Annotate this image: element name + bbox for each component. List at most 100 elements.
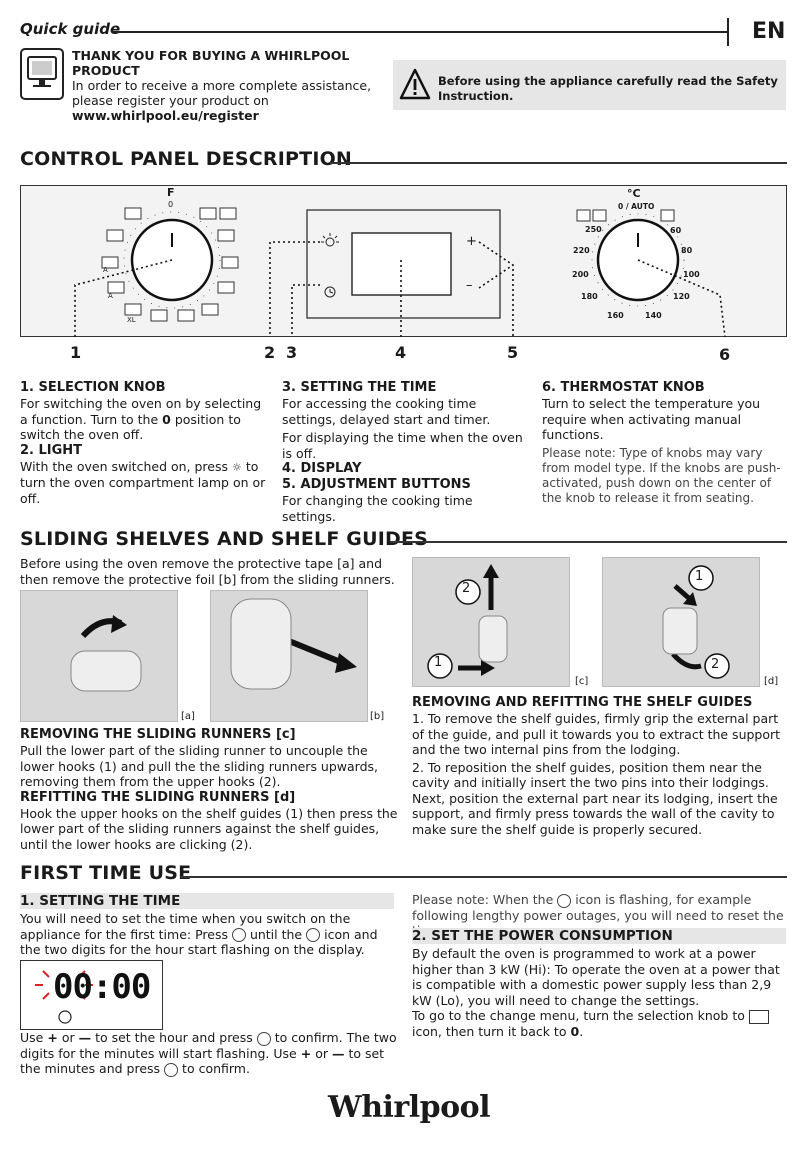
clock-icon	[231, 928, 246, 942]
thermo-tick: 120	[673, 292, 690, 301]
setting-time-body: For accessing the cooking time settings,…	[282, 396, 491, 427]
items-column-2: 3. SETTING THE TIME For accessing the co…	[282, 380, 524, 524]
menu-icon	[748, 1009, 769, 1024]
warning-box	[393, 60, 786, 110]
guides-title: REMOVING AND REFITTING THE SHELF GUIDES	[412, 695, 753, 710]
light-body: With the oven switched on, press ☼ to tu…	[20, 458, 266, 506]
heading-bar	[20, 893, 394, 909]
photo-d	[602, 557, 760, 687]
power-heading: 2. SET THE POWER CONSUMPTION	[412, 928, 673, 944]
photo-b	[210, 590, 368, 722]
func-label-a2: A	[108, 292, 113, 300]
thermo-tick: 250	[585, 225, 602, 234]
thermo-tick: 220	[573, 246, 590, 255]
language-code: EN	[752, 19, 786, 44]
register-block: THANK YOU FOR BUYING A WHIRLPOOL PRODUCT…	[72, 48, 372, 123]
thermo-tick: 80	[681, 246, 693, 255]
display-time: 00:00	[53, 967, 151, 1007]
adjustment-body: For changing the cooking time settings.	[282, 493, 473, 524]
clock-icon	[164, 1062, 179, 1077]
control-panel-title: CONTROL PANEL DESCRIPTION	[20, 148, 353, 170]
caption-c: [c]	[575, 676, 589, 687]
selection-knob-title: 1. SELECTION KNOB	[20, 380, 166, 395]
step-number: 1	[434, 655, 443, 670]
photo-c	[412, 557, 570, 687]
callout-1: 1	[70, 343, 82, 362]
section-rule	[180, 876, 787, 878]
photo-a	[20, 590, 178, 722]
monitor-icon	[20, 48, 64, 100]
thermo-tick: 100	[683, 270, 700, 279]
section-rule	[330, 162, 787, 164]
whirlpool-logo: Whirlpool	[328, 1090, 491, 1125]
warning-text: Before using the appliance carefully rea…	[438, 74, 778, 103]
shelves-title: SLIDING SHELVES AND SHELF GUIDES	[20, 528, 429, 550]
setting-time-text: You will need to set the time when you s…	[20, 911, 378, 957]
guides-instructions: REMOVING AND REFITTING THE SHELF GUIDES …	[412, 695, 788, 837]
knob-f-zero: 0	[168, 200, 174, 209]
thermostat-note: Please note: Type of knobs may vary from…	[542, 445, 781, 505]
setting-time-body-2: For displaying the time when the oven is…	[282, 430, 523, 461]
thermostat-body: Turn to select the temperature you requi…	[542, 396, 761, 442]
step-number: 1	[695, 569, 704, 584]
use-instructions: Use + or — to set the hour and press to …	[20, 1030, 397, 1077]
remove-runners-title: REMOVING THE SLIDING RUNNERS [c]	[20, 727, 296, 742]
guides-body-2: 2. To reposition the shelf guides, posit…	[412, 759, 778, 837]
header-rule	[112, 31, 728, 33]
display-title: 4. DISPLAY	[282, 461, 362, 476]
display-illustration: 00:00	[20, 960, 163, 1030]
register-body: In order to receive a more complete assi…	[72, 78, 372, 108]
knob-f-label: F	[167, 186, 175, 199]
shelves-intro: Before using the oven remove the protect…	[20, 556, 395, 587]
section-rule	[390, 541, 787, 543]
control-panel-drawing	[74, 207, 726, 338]
callout-4: 4	[395, 343, 407, 362]
step-number: 2	[711, 657, 720, 672]
callout-2: 2	[264, 343, 276, 362]
clock-icon	[256, 1031, 271, 1046]
light-title: 2. LIGHT	[20, 442, 83, 458]
adjustment-title: 5. ADJUSTMENT BUTTONS	[282, 477, 471, 492]
warning-icon	[399, 68, 431, 100]
thermostat-title: 6. THERMOSTAT KNOB	[542, 380, 705, 395]
thermo-zero: 0 / AUTO	[618, 202, 655, 211]
thermo-tick: 200	[572, 270, 589, 279]
setting-time-title: 3. SETTING THE TIME	[282, 380, 437, 395]
thermo-tick: 160	[607, 311, 624, 320]
refit-runners-body: Hook the upper hooks on the shelf guides…	[20, 805, 398, 852]
light-icon: ☼	[232, 460, 242, 474]
callout-6: 6	[719, 345, 731, 364]
thermo-tick: 60	[670, 226, 682, 235]
items-column-1: 1. SELECTION KNOB For switching the oven…	[20, 380, 270, 506]
callout-3: 3	[286, 343, 298, 362]
callout-5: 5	[507, 343, 519, 362]
clock-icon	[306, 928, 321, 942]
guides-body-1: 1. To remove the shelf guides, firmly gr…	[412, 711, 781, 757]
header-rule-tick	[727, 18, 729, 46]
caption-b: [b]	[370, 711, 385, 722]
thermo-tick: 180	[581, 292, 598, 301]
clock-icon	[557, 893, 572, 908]
change-menu-text: To go to the change menu, turn the selec…	[412, 1008, 788, 1039]
items-column-3: 6. THERMOSTAT KNOB Turn to select the te…	[542, 380, 788, 506]
caption-a: [a]	[181, 711, 195, 722]
power-body: By default the oven is programmed to wor…	[412, 946, 780, 1008]
quick-guide-title: Quick guide	[20, 20, 121, 38]
func-label-xl: XL	[127, 316, 136, 324]
func-label-a1: A	[103, 266, 108, 274]
refit-runners-title: REFITTING THE SLIDING RUNNERS [d]	[20, 789, 296, 805]
caption-d: [d]	[764, 676, 779, 687]
register-heading: THANK YOU FOR BUYING A WHIRLPOOL PRODUCT	[72, 48, 350, 78]
minus-button-label: –	[466, 278, 473, 293]
runners-instructions: REMOVING THE SLIDING RUNNERS [c] Pull th…	[20, 727, 398, 852]
selection-knob-body: For switching the oven on by selecting a…	[20, 396, 262, 442]
setting-time-heading: 1. SETTING THE TIME	[20, 893, 181, 909]
plus-button-label: +	[466, 234, 477, 249]
remove-runners-body: Pull the lower part of the sliding runne…	[20, 743, 379, 789]
register-url[interactable]: www.whirlpool.eu/register	[72, 108, 259, 123]
heading-bar	[412, 928, 786, 944]
step-number: 2	[462, 581, 471, 596]
first-use-title: FIRST TIME USE	[20, 862, 192, 884]
thermo-label: °C	[627, 187, 641, 200]
thermo-tick: 140	[645, 311, 662, 320]
